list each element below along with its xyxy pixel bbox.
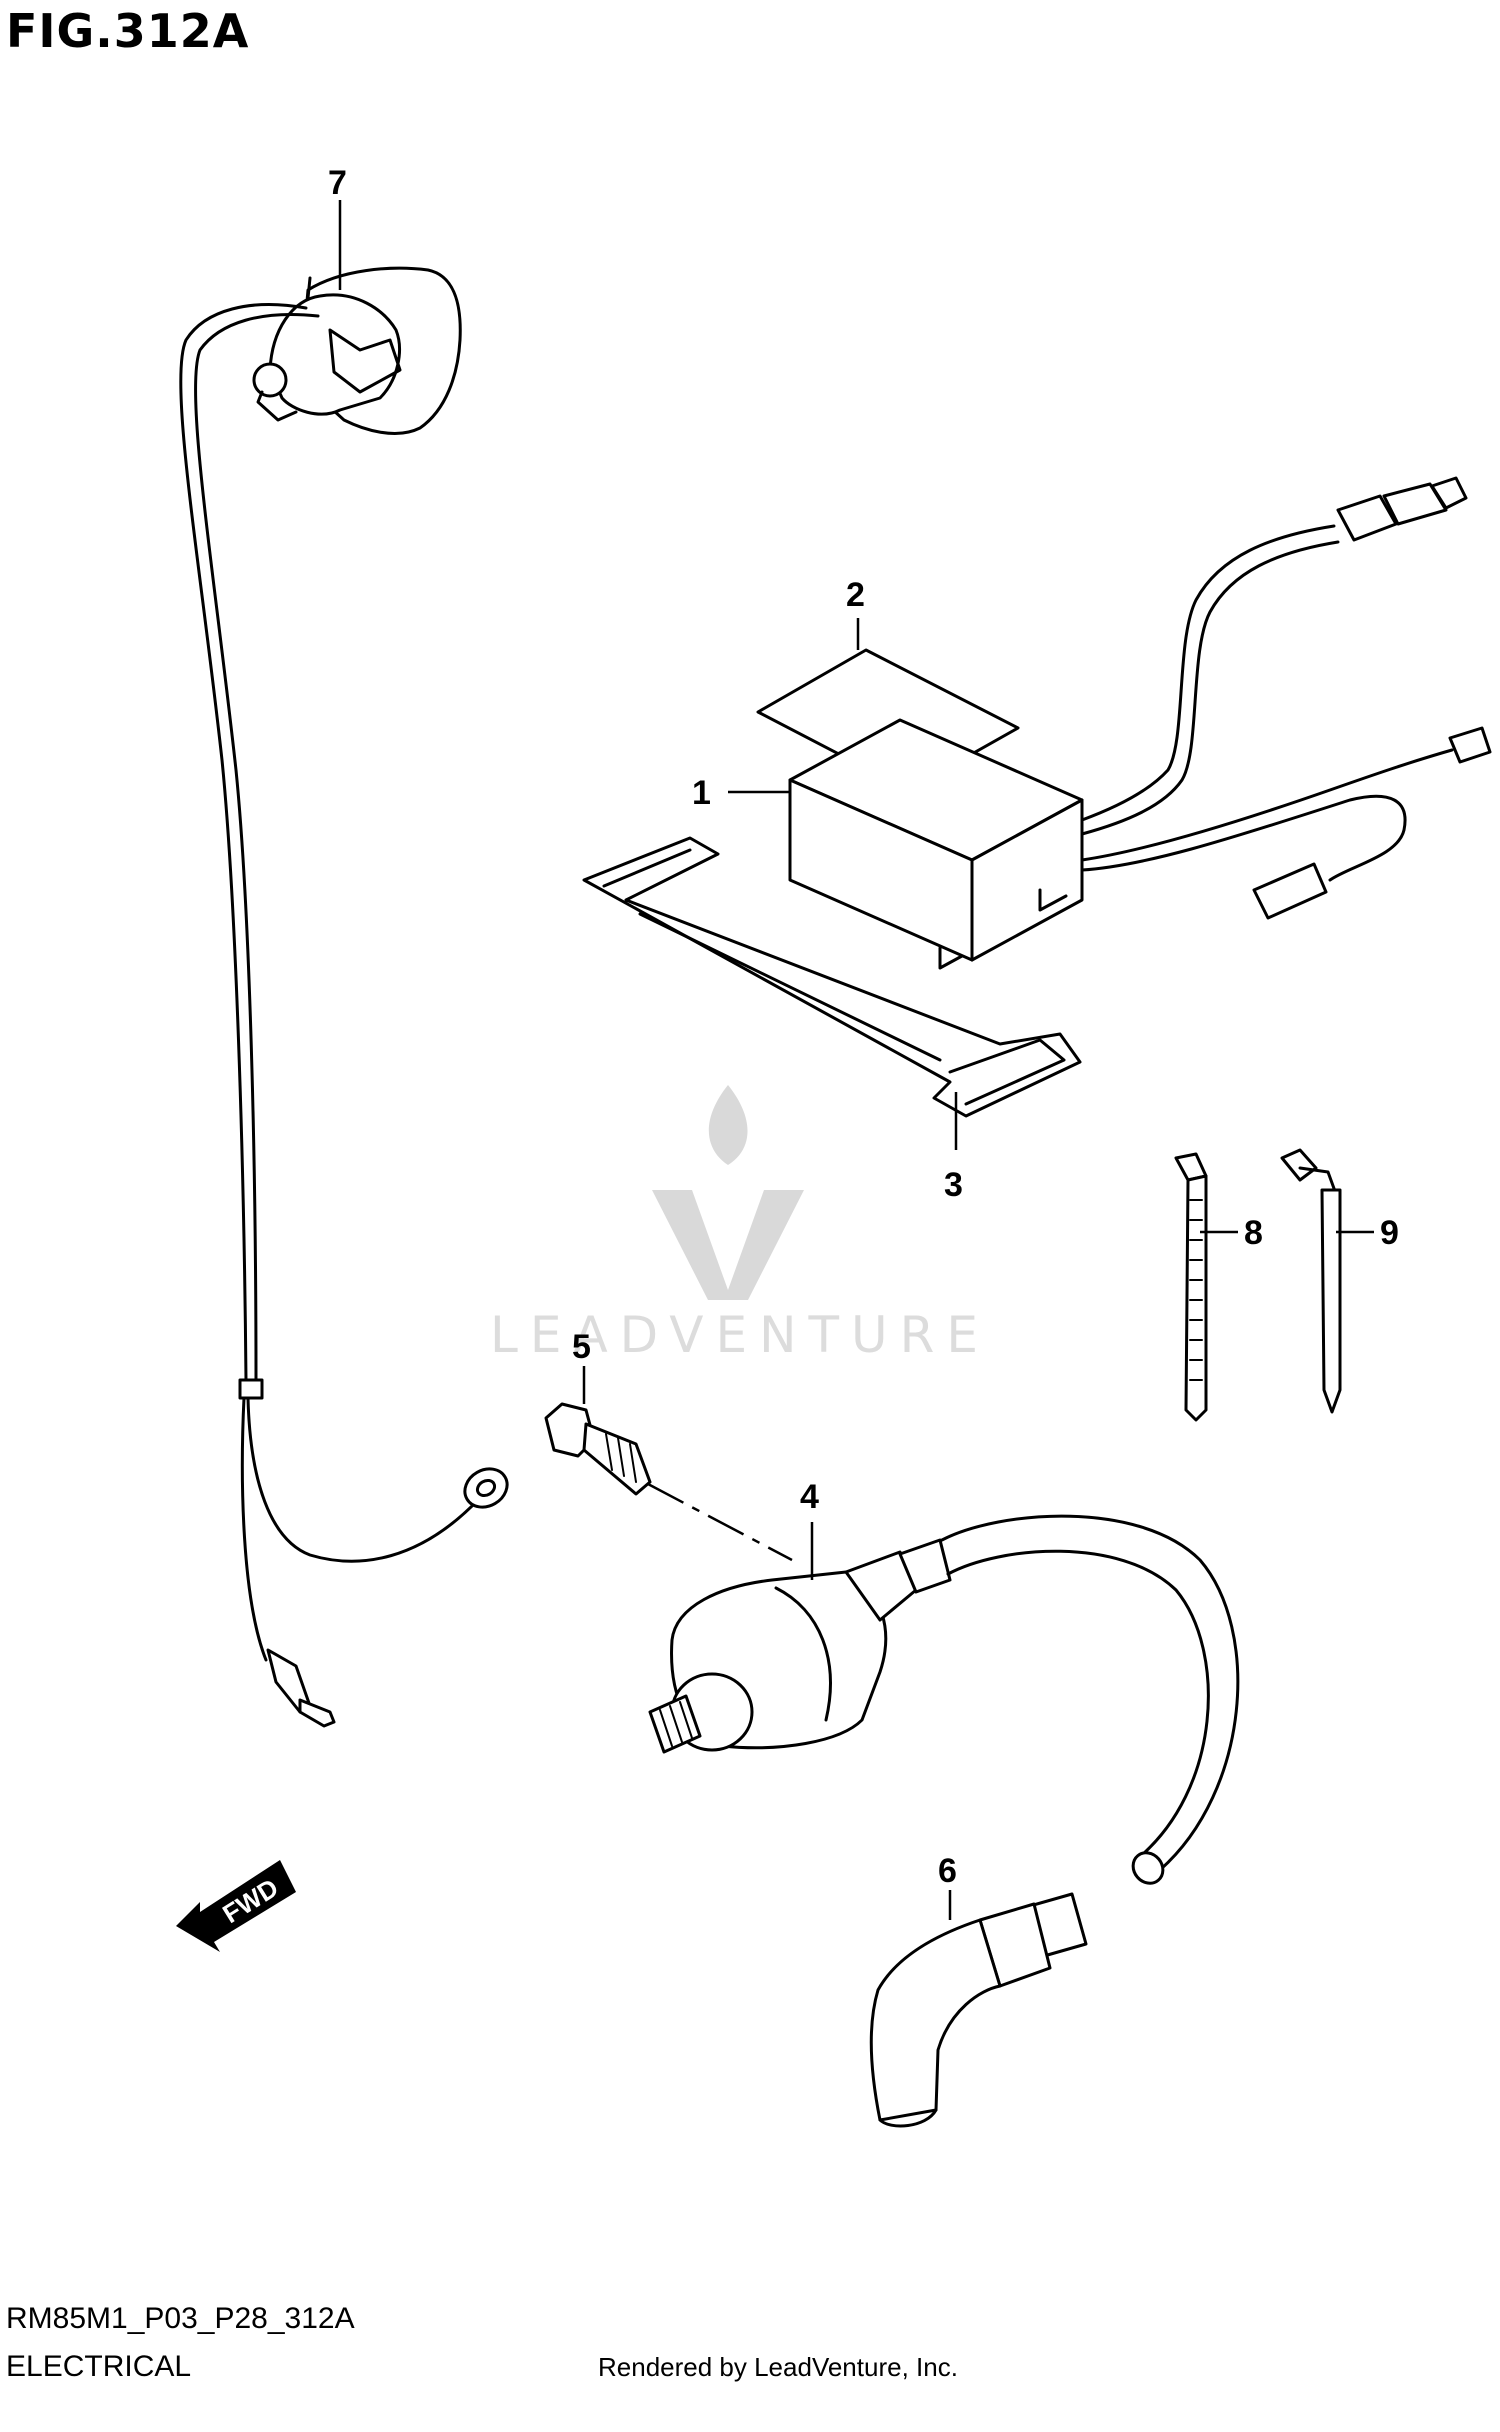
watermark-text: LEADVENTURE bbox=[490, 1306, 990, 1364]
part-8-clamp[interactable] bbox=[1174, 1152, 1208, 1422]
watermark: LEADVENTURE bbox=[490, 1085, 990, 1364]
callout-4[interactable]: 4 bbox=[800, 1478, 819, 1516]
callout-5[interactable]: 5 bbox=[572, 1328, 591, 1366]
coil-bolt bbox=[252, 362, 288, 398]
callout-2[interactable]: 2 bbox=[846, 576, 865, 614]
callout-9[interactable]: 9 bbox=[1380, 1214, 1399, 1252]
callout-leaders bbox=[338, 200, 1374, 1920]
callout-3[interactable]: 3 bbox=[944, 1166, 963, 1204]
render-credit: Rendered by LeadVenture, Inc. bbox=[598, 2352, 958, 2382]
callout-6[interactable]: 6 bbox=[938, 1852, 957, 1890]
diagram-code: RM85M1_P03_P28_312A bbox=[6, 2302, 355, 2335]
callout-8[interactable]: 8 bbox=[1244, 1214, 1263, 1252]
part-4-ignition-coil[interactable] bbox=[648, 1514, 1240, 1889]
part-6-plug-cap[interactable] bbox=[869, 1892, 1088, 2128]
part-9-clamp[interactable] bbox=[1280, 1148, 1342, 1414]
callout-1[interactable]: 1 bbox=[692, 774, 711, 812]
part-1-cdi-unit[interactable] bbox=[788, 476, 1492, 970]
callout-7[interactable]: 7 bbox=[328, 164, 347, 202]
part-5-bolt[interactable] bbox=[544, 1402, 652, 1496]
part-3-band[interactable] bbox=[582, 836, 1082, 1118]
section-name: ELECTRICAL bbox=[6, 2350, 192, 2383]
fwd-direction-arrow: FWD bbox=[176, 1860, 296, 1952]
bolt-alignment-line bbox=[647, 1482, 793, 1562]
part-7-pickup-coil[interactable] bbox=[179, 266, 514, 1728]
figure-title: FIG.312A bbox=[6, 4, 250, 58]
